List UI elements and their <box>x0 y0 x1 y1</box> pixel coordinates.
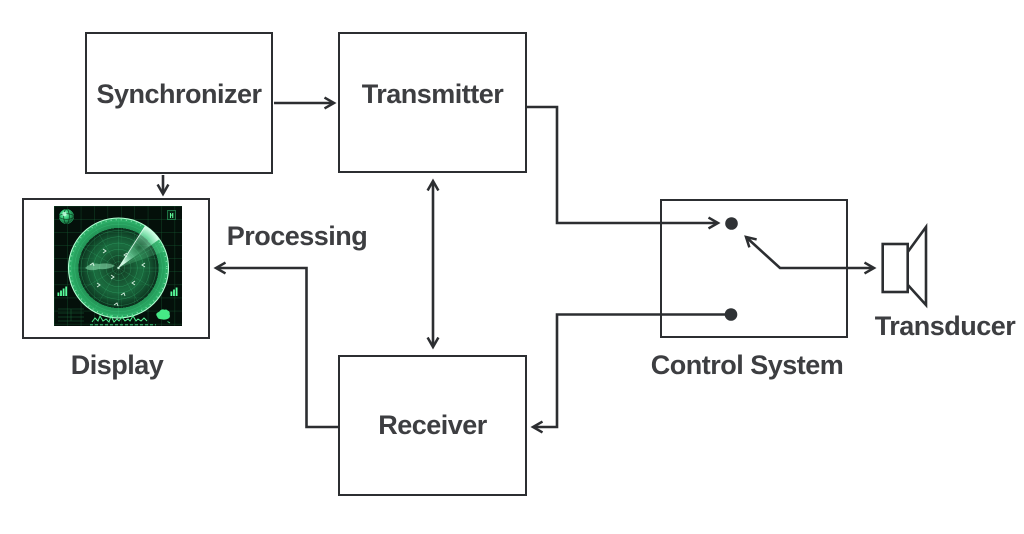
radar-waveform <box>90 314 156 326</box>
radar-h-marker: H <box>167 210 176 220</box>
transducer-speaker-icon <box>881 223 928 309</box>
arrow-receiver-to-display-processing <box>213 261 338 429</box>
processing-annotation: Processing <box>226 221 368 251</box>
radar-screen-image: H <box>54 206 182 326</box>
node-synchronizer: Synchronizer <box>85 32 273 174</box>
radar-h-marker-text: H <box>169 212 173 220</box>
display-label: Display <box>70 350 164 380</box>
radar-sweep-beam <box>117 225 166 270</box>
receiver-label: Receiver <box>378 409 487 440</box>
transmitter-label: Transmitter <box>361 78 504 109</box>
radar-bars-icon-left <box>57 286 68 296</box>
radar-landmass <box>85 263 115 271</box>
radar-rim-ticks <box>69 219 168 317</box>
transducer-label: Transducer <box>874 311 1016 341</box>
radar-data-table <box>58 308 84 322</box>
radar-globe-icon <box>59 209 74 224</box>
radar-blips <box>89 248 146 307</box>
radar-australia-landmass <box>156 309 171 324</box>
synchronizer-label: Synchronizer <box>96 79 262 110</box>
node-display: H <box>22 198 210 339</box>
radar-bars-icon-right <box>170 287 178 296</box>
node-receiver: Receiver <box>338 355 527 496</box>
node-control-system <box>660 199 848 338</box>
radar-range-rings <box>71 220 166 316</box>
node-transmitter: Transmitter <box>338 32 527 173</box>
radar-scope <box>67 217 170 319</box>
control-system-label: Control System <box>650 350 844 380</box>
